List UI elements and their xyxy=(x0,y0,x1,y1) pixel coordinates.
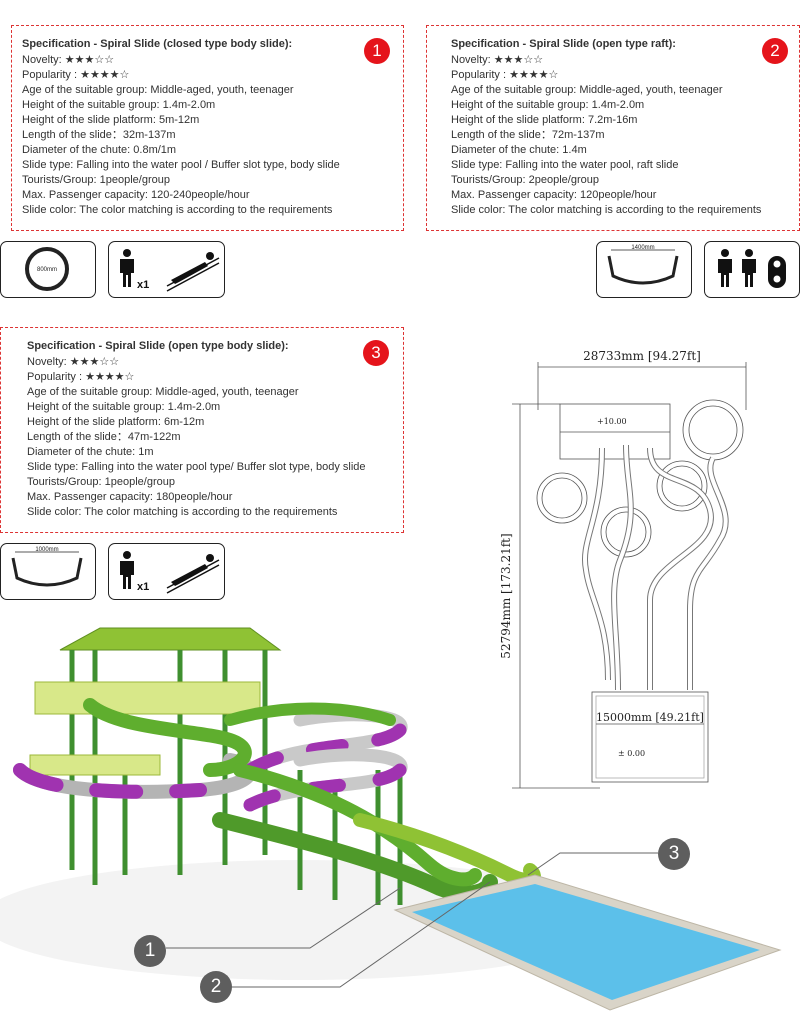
open-body-chute-icon: 1000mm xyxy=(11,547,83,587)
spec-line: Slide type: Falling into the water pool … xyxy=(27,461,366,473)
spec-line: Slide type: Falling into the water pool,… xyxy=(451,159,679,171)
spec-line: Height of the suitable group: 1.4m-2.0m xyxy=(22,99,216,111)
spec-line: Age of the suitable group: Middle-aged, … xyxy=(22,84,294,96)
spec-line: Tourists/Group: 1people/group xyxy=(27,476,175,488)
spec-line: Max. Passenger capacity: 180people/hour xyxy=(27,491,233,503)
spec-title: Specification - Spiral Slide (open type … xyxy=(27,340,289,352)
spec-line: Height of the suitable group: 1.4m-2.0m xyxy=(451,99,645,111)
raft-rider-icon-box xyxy=(704,241,800,298)
spec-line: Length of the slide：32m-137m xyxy=(22,129,176,141)
spec-line: Slide color: The color matching is accor… xyxy=(451,204,762,216)
callout-marker: 3 xyxy=(658,838,690,870)
spec-line: Diameter of the chute: 1.4m xyxy=(451,144,587,156)
width-label: 1000mm xyxy=(35,547,58,553)
body-slider-icon: x1 xyxy=(120,551,220,594)
spec-line: Height of the suitable group: 1.4m-2.0m xyxy=(27,401,221,413)
spec-line: Max. Passenger capacity: 120-240people/h… xyxy=(22,189,250,201)
spec-line: Popularity : ★★★★☆ xyxy=(451,69,559,81)
spec-line: Slide color: The color matching is accor… xyxy=(27,506,338,518)
spec-line: Novelty: ★★★☆☆ xyxy=(22,54,115,66)
spec-line: Length of the slide：72m-137m xyxy=(451,129,605,141)
diameter-label: 800mm xyxy=(37,267,57,273)
two-riders-raft-icon xyxy=(718,249,786,288)
spec-line: Length of the slide：47m-122m xyxy=(27,431,181,443)
chute-width-icon: 1000mm xyxy=(0,543,96,600)
spec-number-badge: 1 xyxy=(364,38,390,64)
platform-level: +10.00 xyxy=(597,417,627,426)
spec-number-badge: 3 xyxy=(363,340,389,366)
spec-title: Specification - Spiral Slide (closed typ… xyxy=(22,38,293,50)
spec-line: Max. Passenger capacity: 120people/hour xyxy=(451,189,657,201)
callout-marker: 1 xyxy=(134,935,166,967)
body-slider-icon: x1 xyxy=(120,249,220,292)
spec-line: Height of the slide platform: 5m-12m xyxy=(22,114,200,126)
spec-line: Novelty: ★★★☆☆ xyxy=(451,54,544,66)
spec-line: Height of the slide platform: 7.2m-16m xyxy=(451,114,638,126)
spec-number-badge: 2 xyxy=(762,38,788,64)
spec-line: Slide color: The color matching is accor… xyxy=(22,204,333,216)
rider-count: x1 xyxy=(137,279,149,291)
spec-line: Tourists/Group: 1people/group xyxy=(22,174,170,186)
spec-title: Specification - Spiral Slide (open type … xyxy=(451,38,676,50)
spec-line: Novelty: ★★★☆☆ xyxy=(27,356,120,368)
chute-diameter-icon: 800mm xyxy=(0,241,96,298)
ground-level: ± 0.00 xyxy=(618,749,645,758)
spec-line: Height of the slide platform: 6m-12m xyxy=(27,416,205,428)
rider-count: x1 xyxy=(137,581,149,593)
spec-line: Age of the suitable group: Middle-aged, … xyxy=(451,84,723,96)
closed-tube-icon: 800mm xyxy=(25,247,69,291)
spec-box-closed-body-slide: Specification - Spiral Slide (closed typ… xyxy=(11,25,404,231)
spec-line: Age of the suitable group: Middle-aged, … xyxy=(27,386,299,398)
width-label: 1400mm xyxy=(631,245,654,251)
rider-icon-box: x1 xyxy=(108,543,225,600)
technical-plan-drawing: 28733mm [94.27ft] 52794mm [173.21ft] 150… xyxy=(499,349,747,789)
chute-width-icon: 1400mm xyxy=(596,241,692,298)
spec-line: Tourists/Group: 2people/group xyxy=(451,174,599,186)
width-dimension: 28733mm [94.27ft] xyxy=(583,349,701,363)
pool-dimension: 15000mm [49.21ft] xyxy=(596,711,704,724)
height-dimension: 52794mm [173.21ft] xyxy=(499,533,513,658)
rider-icon-box: x1 xyxy=(108,241,225,298)
callout-marker: 2 xyxy=(200,971,232,1003)
spec-line: Diameter of the chute: 0.8m/1m xyxy=(22,144,177,156)
spec-box-open-body-slide: Specification - Spiral Slide (open type … xyxy=(0,327,404,533)
spec-line: Popularity : ★★★★☆ xyxy=(22,69,130,81)
open-raft-chute-icon: 1400mm xyxy=(607,245,679,285)
spec-line: Popularity : ★★★★☆ xyxy=(27,371,135,383)
waterslide-render xyxy=(0,627,782,1011)
spec-line: Diameter of the chute: 1m xyxy=(27,446,154,458)
spec-box-open-raft: Specification - Spiral Slide (open type … xyxy=(426,25,800,231)
spec-line: Slide type: Falling into the water pool … xyxy=(22,159,340,171)
